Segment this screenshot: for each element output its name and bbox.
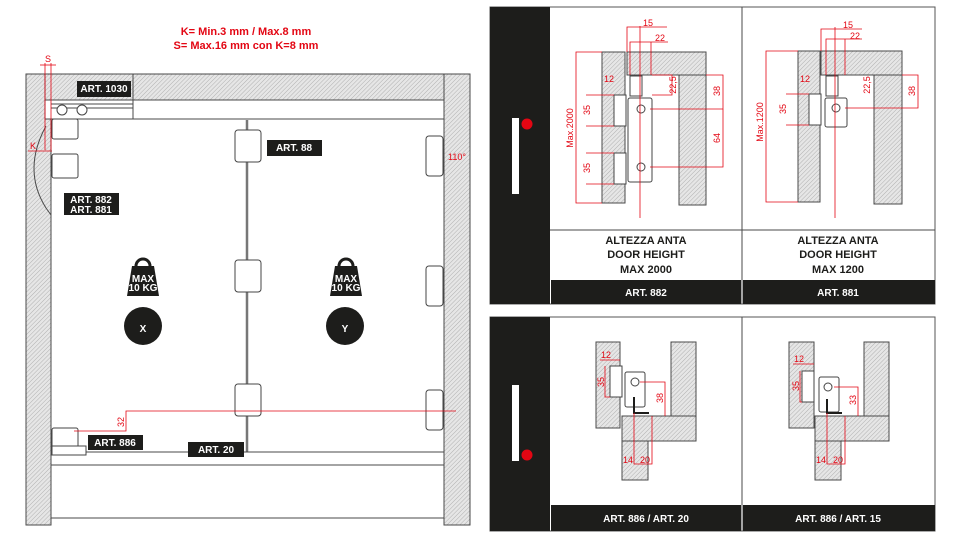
svg-text:10 KG: 10 KG	[332, 283, 361, 294]
svg-text:Max.2000: Max.2000	[565, 108, 575, 148]
svg-text:20: 20	[640, 455, 650, 465]
track-strip	[44, 99, 445, 120]
bottom-runner-icon	[51, 445, 87, 456]
panel-group-top: 15 22 12 35 35 22,5 38 64 Max.2000 ALTEZ…	[489, 6, 936, 305]
svg-text:14: 14	[816, 455, 826, 465]
svg-text:35: 35	[778, 104, 788, 114]
hinge-88-top-icon	[234, 129, 262, 163]
svg-text:10 KG: 10 KG	[129, 283, 158, 294]
side-strip	[490, 7, 550, 304]
label-art-881: ART. 881	[70, 205, 112, 216]
svg-text:12: 12	[794, 354, 804, 364]
svg-text:33: 33	[848, 395, 858, 405]
svg-text:12: 12	[601, 350, 611, 360]
label-art-20: ART. 20	[198, 445, 235, 456]
svg-text:MAX: MAX	[335, 274, 358, 285]
door-swing-arc	[33, 125, 52, 216]
door-y-badge	[326, 307, 364, 345]
door-bottom-icon	[512, 385, 519, 461]
svg-text:12: 12	[604, 74, 614, 84]
roller-wheel-icon	[56, 104, 68, 116]
door-top-icon	[512, 118, 519, 194]
caption-line: MAX 2000	[620, 264, 672, 276]
hinge-right-bottom-icon	[425, 389, 444, 431]
label-art-882: ART. 882	[70, 195, 112, 206]
svg-text:35: 35	[582, 105, 592, 115]
dim-32: 32	[116, 417, 126, 427]
label-art-881: ART. 881	[817, 288, 859, 299]
svg-text:22,5: 22,5	[862, 76, 872, 94]
svg-text:15: 15	[843, 20, 853, 30]
panel-group-bottom: 12 35 38 14 20 ART. 886 / ART. 20 12 35 …	[489, 316, 936, 532]
dim-32-line	[74, 410, 456, 432]
side-strip	[490, 317, 550, 531]
hinge-88-bottom-icon	[234, 383, 262, 417]
door-x-badge	[124, 307, 162, 345]
label-art-886-art-15: ART. 886 / ART. 15	[795, 514, 881, 525]
k-dim: K	[30, 141, 36, 151]
svg-text:35: 35	[791, 381, 801, 391]
svg-text:22,5: 22,5	[668, 76, 678, 94]
svg-text:20: 20	[833, 455, 843, 465]
k-spec: K= Min.3 mm / Max.8 mm	[181, 26, 312, 38]
angle-110: 110°	[448, 152, 466, 162]
cabinet-front-view: S K 110° 32 ART. 1030 ART. 88 ART. 882 A…	[25, 54, 471, 526]
svg-text:35: 35	[596, 377, 606, 387]
s-dim: S	[45, 54, 51, 64]
lower-compartment	[50, 464, 445, 519]
hinge-881-icon	[51, 153, 79, 179]
svg-text:14: 14	[623, 455, 633, 465]
hinge-882-icon	[51, 118, 79, 140]
right-side-wall	[443, 73, 471, 526]
label-art-1030: ART. 1030	[80, 84, 128, 95]
bottom-rail	[50, 451, 445, 466]
svg-text:15: 15	[643, 18, 653, 28]
label-art-88: ART. 88	[276, 143, 313, 154]
label-art-886: ART. 886	[94, 438, 136, 449]
label-art-886-art-20: ART. 886 / ART. 20	[603, 514, 689, 525]
caption-line: DOOR HEIGHT	[607, 249, 685, 261]
caption-line: DOOR HEIGHT	[799, 249, 877, 261]
svg-text:38: 38	[655, 393, 665, 403]
svg-text:MAX: MAX	[132, 274, 155, 285]
svg-text:22: 22	[655, 33, 665, 43]
caption-line: ALTEZZA ANTA	[605, 235, 686, 247]
svg-text:38: 38	[907, 86, 917, 96]
svg-text:22: 22	[850, 31, 860, 41]
weight-x-icon: MAX 10 KG	[127, 257, 159, 296]
svg-text:Max.1200: Max.1200	[755, 102, 765, 142]
hinge-right-top-icon	[425, 135, 444, 177]
caption-line: ALTEZZA ANTA	[797, 235, 878, 247]
svg-text:64: 64	[712, 133, 722, 143]
hinge-right-middle-icon	[425, 265, 444, 307]
left-side-wall	[25, 73, 52, 526]
hinge-88-middle-icon	[234, 259, 262, 293]
svg-text:12: 12	[800, 74, 810, 84]
label-art-882: ART. 882	[625, 288, 667, 299]
door-x-label: X	[140, 324, 147, 335]
svg-text:38: 38	[712, 86, 722, 96]
svg-text:35: 35	[582, 163, 592, 173]
roller-wheel-icon	[76, 104, 88, 116]
weight-y-icon: MAX 10 KG	[330, 257, 362, 296]
s-spec: S= Max.16 mm con K=8 mm	[174, 40, 319, 52]
caption-line: MAX 1200	[812, 264, 864, 276]
door-y-label: Y	[342, 324, 349, 335]
